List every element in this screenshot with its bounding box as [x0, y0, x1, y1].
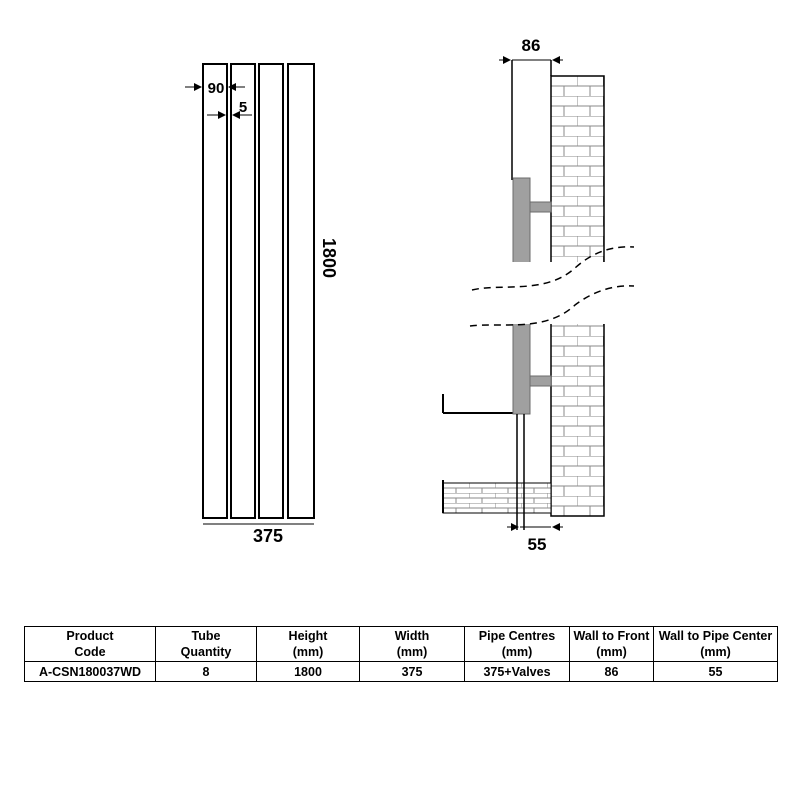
cell-product-code: A-CSN180037WD	[24, 661, 156, 682]
header-pipe-centres: Pipe Centres(mm)	[464, 626, 570, 662]
tube-1	[202, 63, 228, 519]
cell-wall-to-front: 86	[569, 661, 654, 682]
tube-2	[230, 63, 256, 519]
radiator-dimension-drawing: 90 5 1800 375	[185, 36, 635, 554]
header-width: Width(mm)	[359, 626, 465, 662]
tube-gap-label: 5	[239, 99, 247, 116]
wall-to-pipe-dimension: 55	[507, 523, 563, 554]
table-row: A-CSN180037WD 8 1800 375 375+Valves 86 5…	[24, 661, 778, 682]
tube-4	[287, 63, 315, 519]
break-mask	[470, 262, 635, 324]
tube-width-label: 90	[208, 80, 225, 97]
header-wall-to-pipe-center: Wall to Pipe Center(mm)	[653, 626, 778, 662]
cell-width: 375	[359, 661, 465, 682]
radiator-bar-lower	[512, 317, 531, 415]
cell-pipe-centres: 375+Valves	[464, 661, 570, 682]
tube-gap-dimension: 5	[207, 99, 252, 119]
bracket-lower	[529, 375, 552, 387]
header-wall-to-front: Wall to Front(mm)	[569, 626, 654, 662]
cell-wall-to-pipe-center: 55	[653, 661, 778, 682]
wall-to-front-label: 86	[522, 36, 541, 55]
cell-height: 1800	[256, 661, 360, 682]
front-view: 90 5 1800 375	[185, 63, 339, 546]
tube-3	[258, 63, 284, 519]
break-line-bottom	[469, 285, 635, 327]
wall-to-pipe-label: 55	[528, 535, 547, 554]
height-label: 1800	[319, 238, 339, 278]
header-height: Height(mm)	[256, 626, 360, 662]
cell-tube-quantity: 8	[155, 661, 257, 682]
tube-width-dimension: 90	[185, 80, 245, 97]
side-view: 86 55	[442, 36, 635, 554]
width-label: 375	[253, 526, 283, 546]
break-line-top	[471, 246, 635, 291]
bracket-upper	[529, 201, 552, 213]
floor-bricks	[442, 482, 552, 514]
wall-to-front-dimension: 86	[499, 36, 563, 64]
